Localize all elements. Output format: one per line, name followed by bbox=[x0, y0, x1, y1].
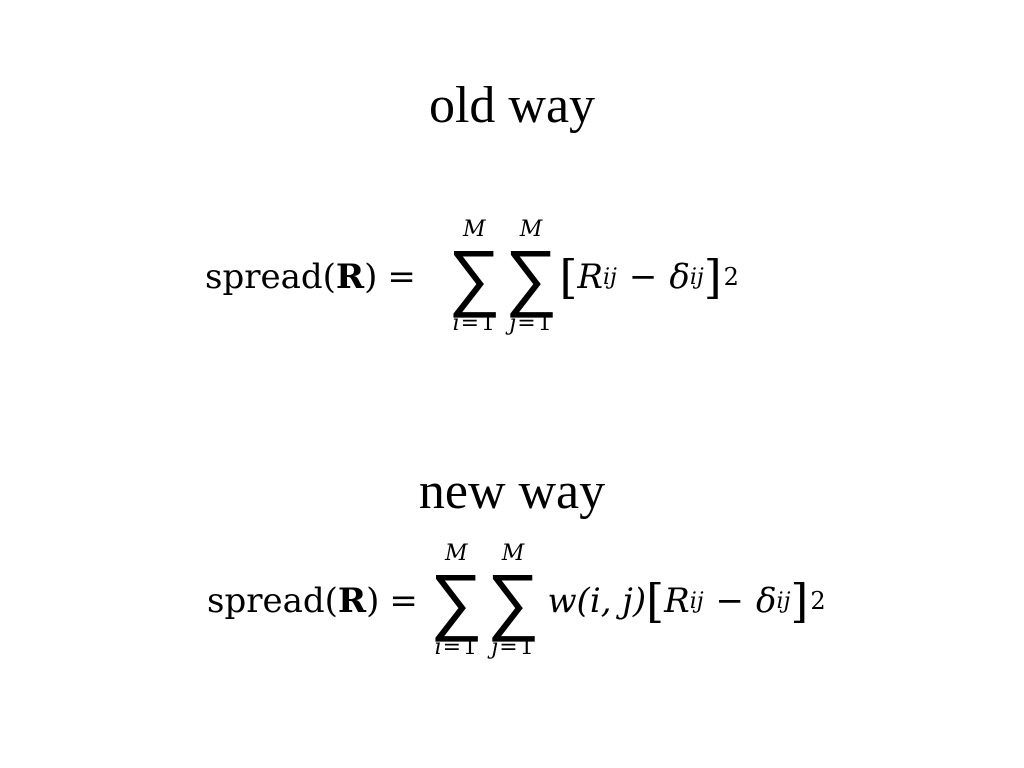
heading-new-way: new way bbox=[418, 463, 606, 520]
summation-j: M ∑ j=1 bbox=[486, 540, 540, 661]
function-name: spread( bbox=[205, 257, 336, 297]
sigma-symbol: ∑ bbox=[447, 233, 501, 320]
minus-sign: − bbox=[628, 257, 658, 297]
function-close-paren: ) bbox=[364, 257, 378, 297]
summation-i: M ∑ i=1 bbox=[429, 540, 483, 661]
summation-lower-limit: j=1 bbox=[491, 635, 534, 661]
function-name: spread( bbox=[207, 581, 338, 621]
summation-upper-limit: M bbox=[519, 216, 543, 242]
equals-sign: = bbox=[389, 581, 418, 621]
R-subscript: ij bbox=[603, 264, 617, 290]
R-subscript: ij bbox=[689, 588, 704, 614]
delta-term: δ bbox=[756, 581, 777, 621]
delta-subscript: ij bbox=[689, 264, 704, 290]
close-bracket: ] bbox=[790, 574, 809, 628]
summation-upper-limit: M bbox=[501, 540, 525, 566]
summation-upper-limit: M bbox=[463, 216, 486, 242]
function-argument: R bbox=[335, 257, 365, 297]
function-close-paren: ) bbox=[366, 581, 380, 621]
summation-j: M ∑ j=1 bbox=[504, 216, 558, 337]
heading-old-way: old way bbox=[428, 77, 596, 134]
function-argument: R bbox=[337, 581, 367, 621]
delta-term: δ bbox=[669, 257, 690, 297]
sigma-symbol: ∑ bbox=[486, 557, 540, 644]
summation-upper-limit: M bbox=[445, 540, 468, 566]
summation-lower-limit: i=1 bbox=[434, 635, 478, 661]
minus-sign: − bbox=[715, 581, 745, 621]
R-term: R bbox=[664, 581, 690, 621]
sigma-symbol: ∑ bbox=[429, 557, 483, 644]
open-bracket: [ bbox=[559, 250, 578, 304]
weight-term: w(i, j) bbox=[547, 581, 647, 621]
open-bracket: [ bbox=[646, 574, 665, 628]
equals-sign: = bbox=[387, 257, 416, 297]
summation-lower-limit: j=1 bbox=[509, 311, 552, 337]
delta-subscript: ij bbox=[776, 588, 791, 614]
close-bracket: ] bbox=[703, 250, 722, 304]
R-term: R bbox=[577, 257, 604, 297]
exponent: 2 bbox=[810, 587, 826, 615]
summation-lower-limit: i=1 bbox=[452, 311, 496, 337]
sigma-symbol: ∑ bbox=[504, 233, 558, 320]
summation-i: M ∑ i=1 bbox=[447, 216, 501, 337]
exponent: 2 bbox=[723, 263, 739, 291]
